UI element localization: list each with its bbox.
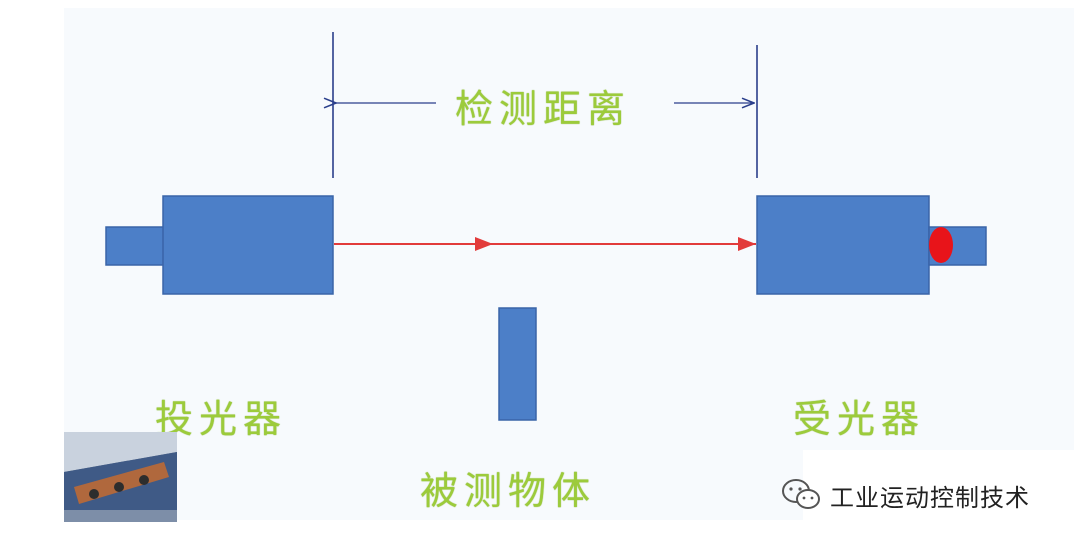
object-block xyxy=(498,307,537,421)
watermark-text: 工业运动控制技术 xyxy=(830,484,1030,512)
corner-photo-thumbnail xyxy=(64,432,177,522)
detection-distance-label: 检测距离 xyxy=(455,87,632,131)
watermark-area xyxy=(803,450,1080,530)
object-label: 被测物体 xyxy=(420,469,597,513)
receiver-body xyxy=(756,195,930,295)
emitter-connector xyxy=(105,226,165,266)
wechat-icon xyxy=(782,479,820,509)
emitter-body xyxy=(162,195,334,295)
receiver-label: 受光器 xyxy=(793,397,926,441)
receiver-indicator-dot xyxy=(929,227,953,263)
